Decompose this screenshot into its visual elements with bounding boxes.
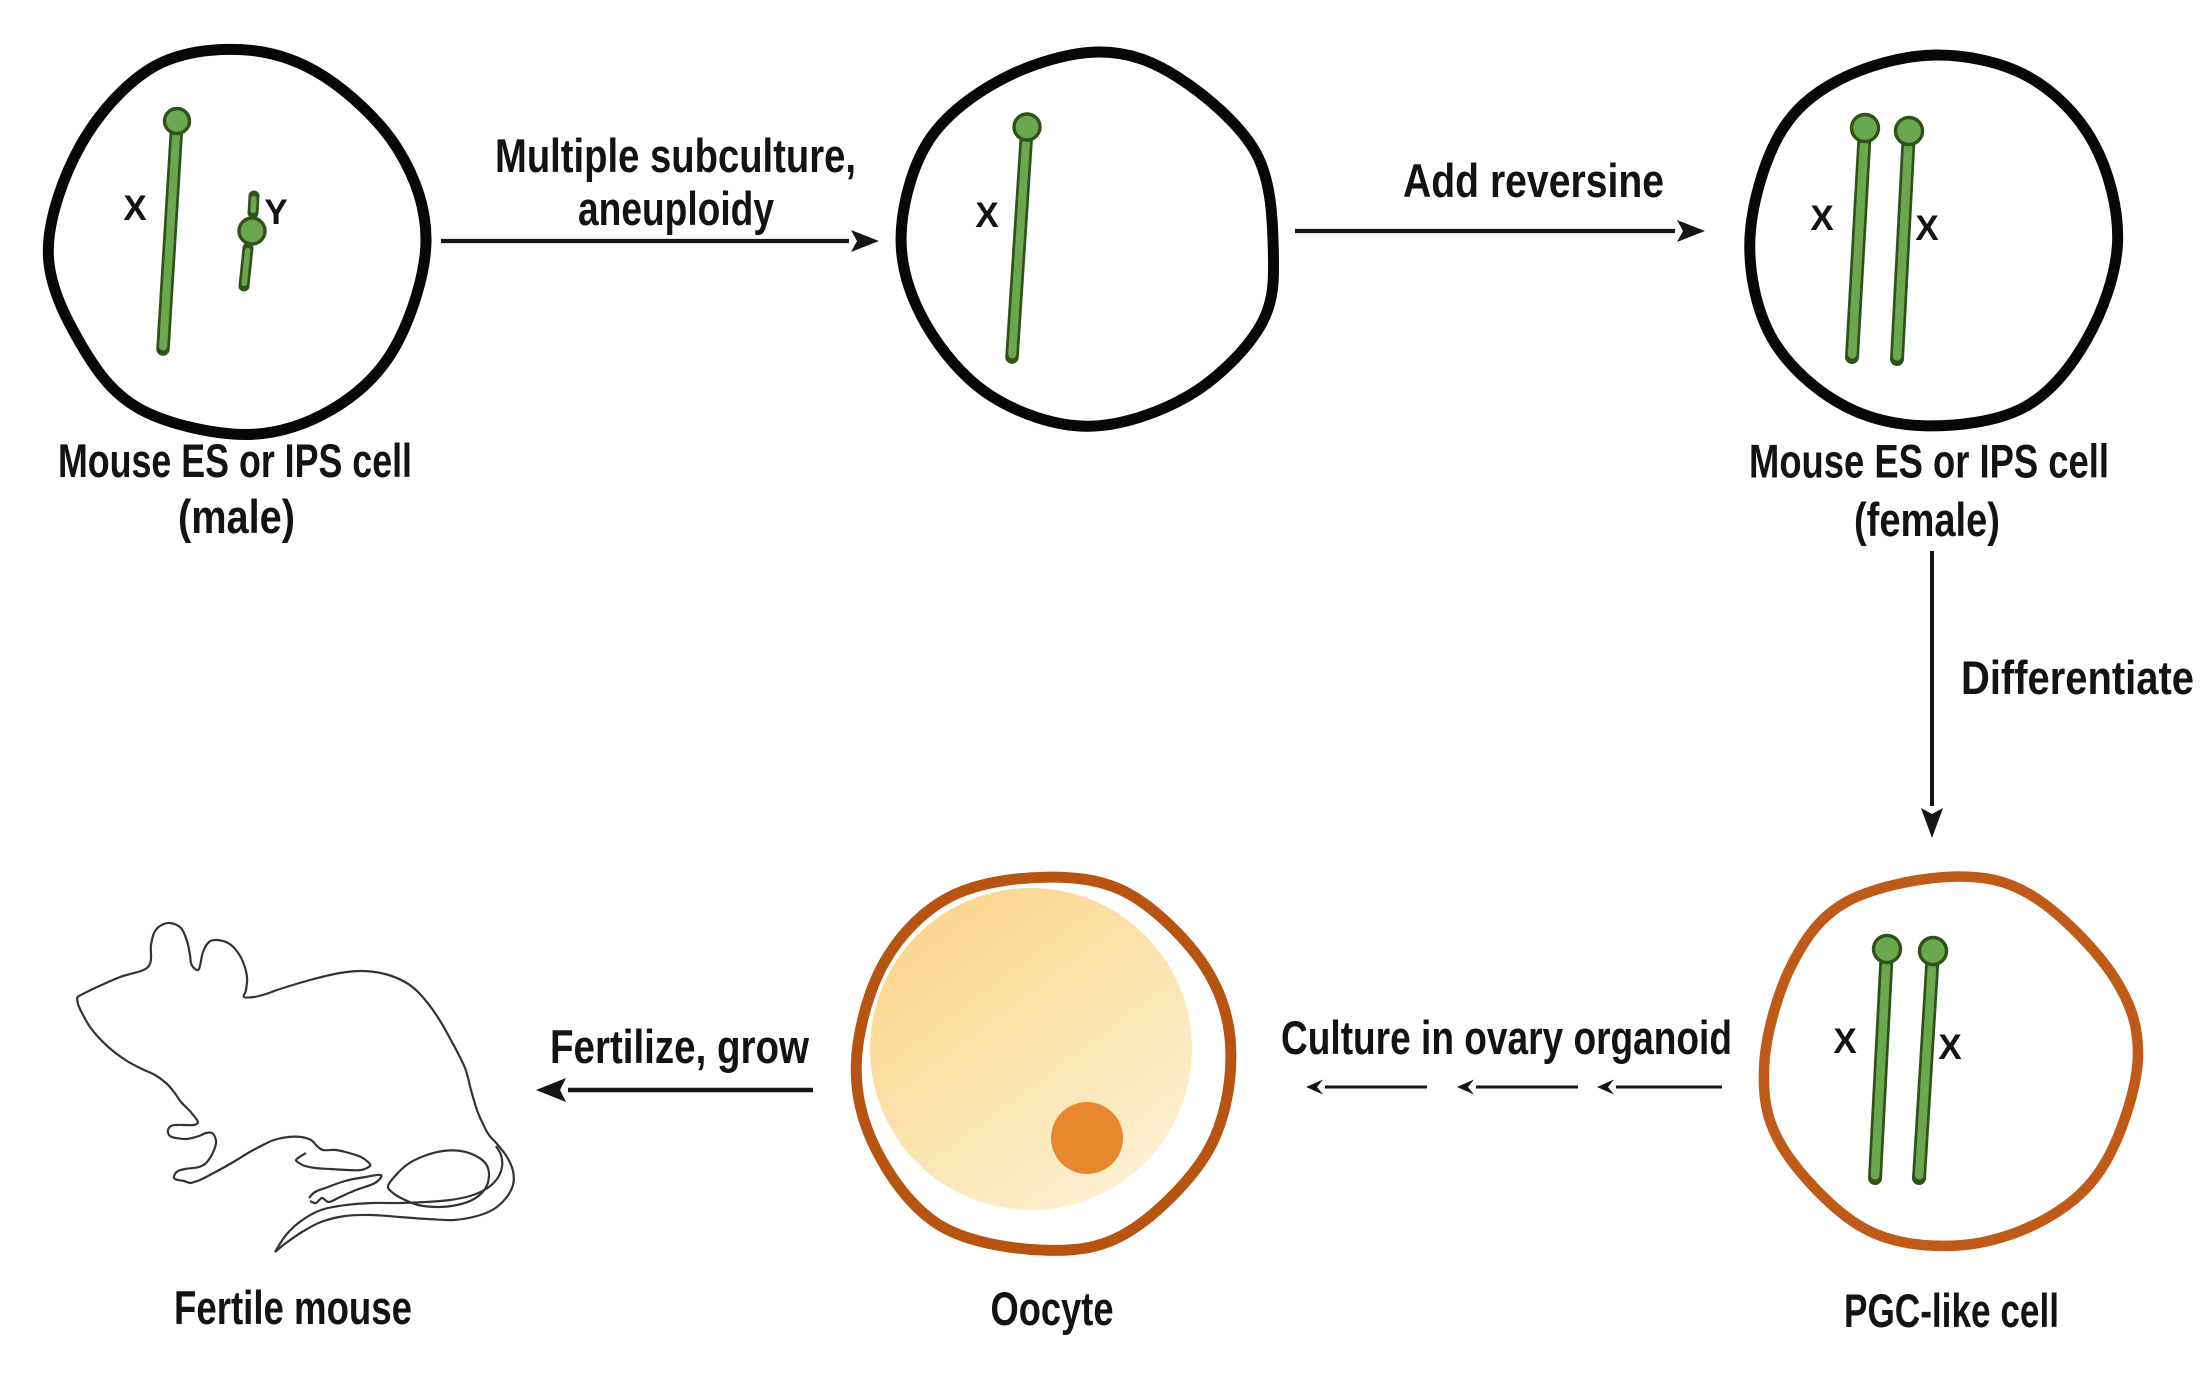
svg-text:Fertile mouse: Fertile mouse: [174, 1281, 412, 1334]
svg-text:X: X: [975, 196, 999, 235]
svg-text:X: X: [1810, 199, 1834, 238]
svg-text:X: X: [1915, 209, 1939, 248]
svg-text:Multiple subculture,: Multiple subculture,: [495, 129, 856, 182]
svg-text:Culture in ovary organoid: Culture in ovary organoid: [1281, 1011, 1732, 1064]
svg-text:Differentiate: Differentiate: [1961, 651, 2194, 704]
svg-text:Oocyte: Oocyte: [991, 1282, 1114, 1335]
svg-text:(female): (female): [1854, 493, 2000, 546]
svg-text:Fertilize, grow: Fertilize, grow: [550, 1020, 809, 1073]
svg-text:Mouse ES or IPS cell: Mouse ES or IPS cell: [58, 434, 412, 487]
svg-text:Y: Y: [264, 193, 287, 232]
svg-text:PGC-like cell: PGC-like cell: [1844, 1284, 2059, 1337]
svg-text:Add reversine: Add reversine: [1403, 154, 1664, 207]
svg-text:X: X: [1938, 1028, 1962, 1067]
svg-text:X: X: [123, 189, 147, 228]
svg-text:X: X: [1833, 1022, 1857, 1061]
svg-text:(male): (male): [178, 490, 295, 543]
svg-text:Mouse ES or IPS cell: Mouse ES or IPS cell: [1749, 435, 2109, 488]
svg-text:aneuploidy: aneuploidy: [578, 182, 774, 235]
